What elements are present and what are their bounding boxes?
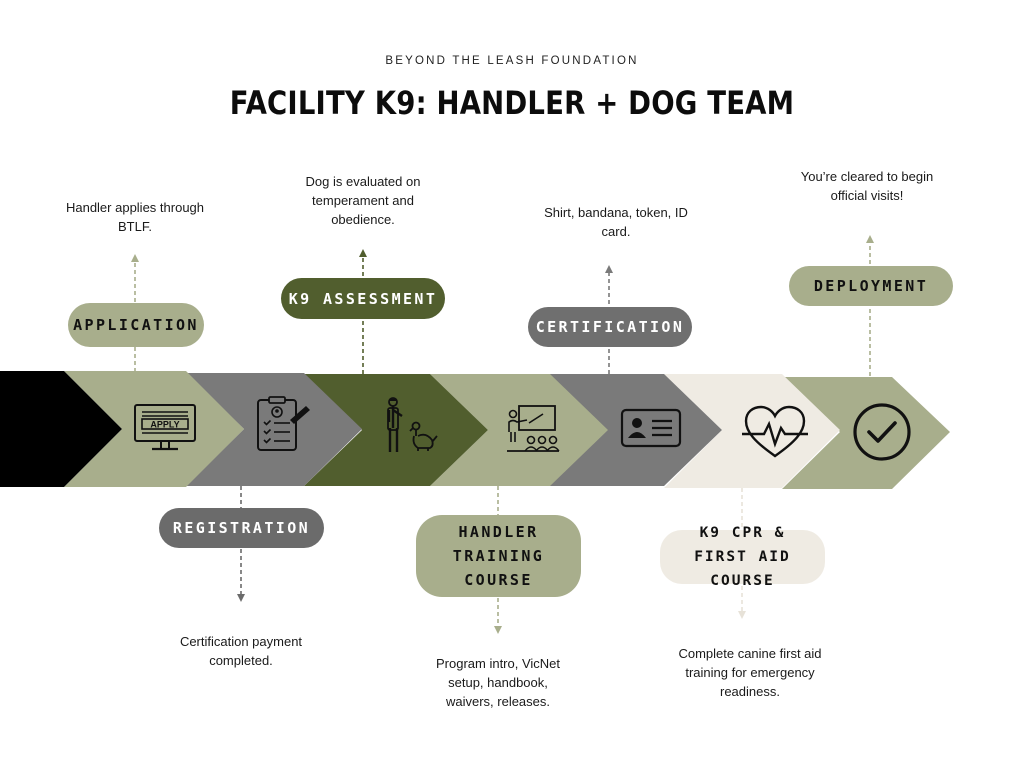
arrowhead-up-certification <box>605 265 613 273</box>
chevron-start-black <box>0 371 122 487</box>
arrowhead-up-deployment <box>866 235 874 243</box>
desc-handler-training: Program intro, VicNet setup, handbook, w… <box>435 656 561 709</box>
desc-k9-cpr: Complete canine first aid training for e… <box>678 646 822 699</box>
arrowhead-down-registration <box>237 594 245 602</box>
chevron-registration <box>186 373 362 486</box>
svg-text:APPLY: APPLY <box>150 420 179 430</box>
step-application: APPLICATION <box>68 303 204 347</box>
desc-deployment: You’re cleared to begin official visits! <box>800 169 934 203</box>
clipboard-checklist-icon <box>257 396 310 451</box>
chevron-certification <box>546 374 722 486</box>
arrowhead-up-application <box>131 254 139 262</box>
check-circle-icon <box>853 403 911 461</box>
arrowhead-down-k9-cpr <box>738 611 746 619</box>
chevron-k9-cpr <box>664 374 840 488</box>
org-name: BEYOND THE LEASH FOUNDATION <box>385 55 639 67</box>
classroom-teacher-icon <box>507 405 560 452</box>
desc-certification: Shirt, bandana, token, ID card. <box>544 205 688 239</box>
step-certification: CERTIFICATION <box>528 307 692 347</box>
page-title: FACILITY K9: HANDLER + DOG TEAM <box>229 84 795 122</box>
apply-monitor-icon: APPLY <box>134 404 196 451</box>
step-k9-cpr-first-aid: K9 CPR & FIRST AID COURSE <box>660 525 825 589</box>
arrowhead-up-k9-assessment <box>359 249 367 257</box>
chevron-deployment <box>782 377 950 489</box>
id-card-icon <box>620 408 682 448</box>
handler-with-dog-icon <box>387 397 438 452</box>
step-k9-assessment: K9 ASSESSMENT <box>281 278 445 319</box>
arrowhead-down-handler-training <box>494 626 502 634</box>
step-registration: REGISTRATION <box>159 508 324 548</box>
step-deployment: DEPLOYMENT <box>789 266 953 306</box>
desc-application: Handler applies through BTLF. <box>65 200 205 234</box>
desc-registration: Certification payment completed. <box>179 634 303 668</box>
heartbeat-icon <box>742 405 808 458</box>
step-handler-training-course: HANDLER TRAINING COURSE <box>416 515 581 597</box>
desc-k9-assessment: Dog is evaluated on temperament and obed… <box>305 174 421 227</box>
